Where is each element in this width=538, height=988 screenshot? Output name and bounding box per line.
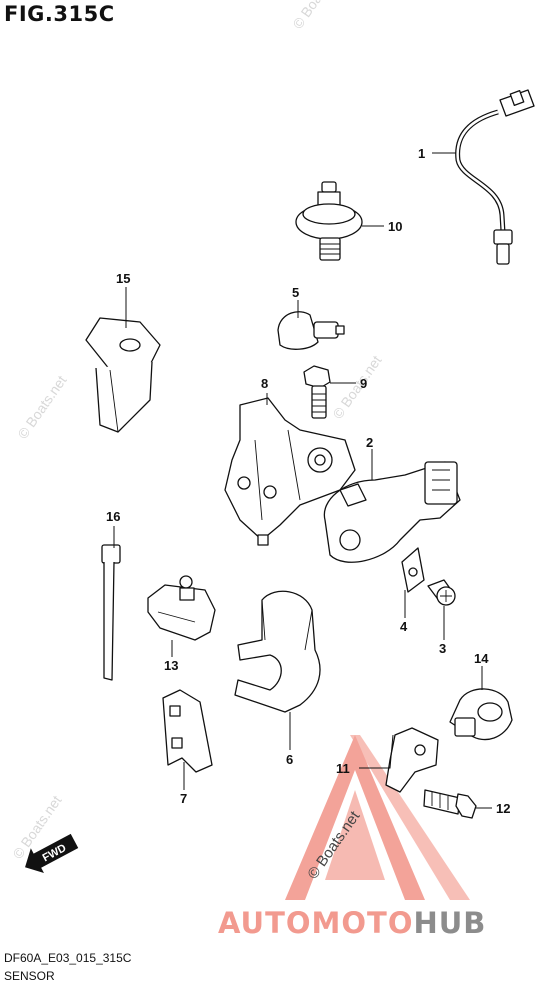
- fwd-label: FWD: [41, 842, 69, 864]
- callout-9[interactable]: 9: [360, 376, 367, 391]
- callout-14[interactable]: 14: [474, 651, 489, 666]
- part-15-rubber-holder[interactable]: [85, 317, 161, 433]
- site-watermark-mid: © Boats.net: [329, 352, 384, 421]
- callout-6[interactable]: 6: [286, 752, 293, 767]
- brand-wordmark-part1: AUTOMOTO: [218, 906, 414, 940]
- figure-caption: SENSOR: [4, 969, 55, 983]
- callout-labels: 1 2 3 4 5 6 7 8 9 10 11 12 13 14 15 16: [106, 146, 510, 816]
- part-8-sensor-bracket[interactable]: [224, 397, 356, 546]
- callout-11[interactable]: 11: [336, 761, 350, 776]
- brand-logo-triangle: [285, 735, 470, 900]
- part-2-position-sensor[interactable]: [323, 461, 461, 563]
- part-11-bracket[interactable]: [385, 727, 439, 793]
- part-16-cable-tie[interactable]: [101, 544, 121, 681]
- callout-2[interactable]: 2: [366, 435, 373, 450]
- callout-12[interactable]: 12: [496, 801, 510, 816]
- callout-7[interactable]: 7: [180, 791, 187, 806]
- part-1-sensor-lead[interactable]: [455, 89, 535, 265]
- part-6-clamp[interactable]: [234, 590, 321, 713]
- callout-10[interactable]: 10: [388, 219, 402, 234]
- site-watermark-top: © Boats.net: [289, 0, 344, 32]
- part-9-bolt[interactable]: [303, 365, 331, 419]
- callout-5[interactable]: 5: [292, 285, 299, 300]
- figure-title: FIG.315C: [4, 2, 115, 26]
- site-watermark-left-upper: © Boats.net: [14, 372, 69, 441]
- callout-16[interactable]: 16: [106, 509, 120, 524]
- part-7-pad[interactable]: [162, 689, 213, 773]
- callout-8[interactable]: 8: [261, 376, 268, 391]
- callout-4[interactable]: 4: [400, 619, 408, 634]
- part-4-plate[interactable]: [401, 547, 425, 593]
- callout-1[interactable]: 1: [418, 146, 425, 161]
- part-14-hose-clip[interactable]: [449, 688, 513, 741]
- part-13-clip[interactable]: [147, 575, 216, 641]
- leader-lines: [113, 152, 492, 809]
- brand-wordmark-part2: HUB: [413, 906, 487, 940]
- callout-15[interactable]: 15: [116, 271, 130, 286]
- part-3-screw[interactable]: [427, 579, 456, 606]
- part-5-sensor-cap[interactable]: [277, 311, 345, 350]
- brand-wordmark: AUTOMOTOHUB: [218, 906, 486, 940]
- callout-13[interactable]: 13: [164, 658, 178, 673]
- figure-code: DF60A_E03_015_315C: [4, 951, 132, 965]
- part-10-pressure-switch[interactable]: [295, 181, 363, 261]
- part-12-flange-bolt[interactable]: [423, 789, 477, 819]
- callout-3[interactable]: 3: [439, 641, 446, 656]
